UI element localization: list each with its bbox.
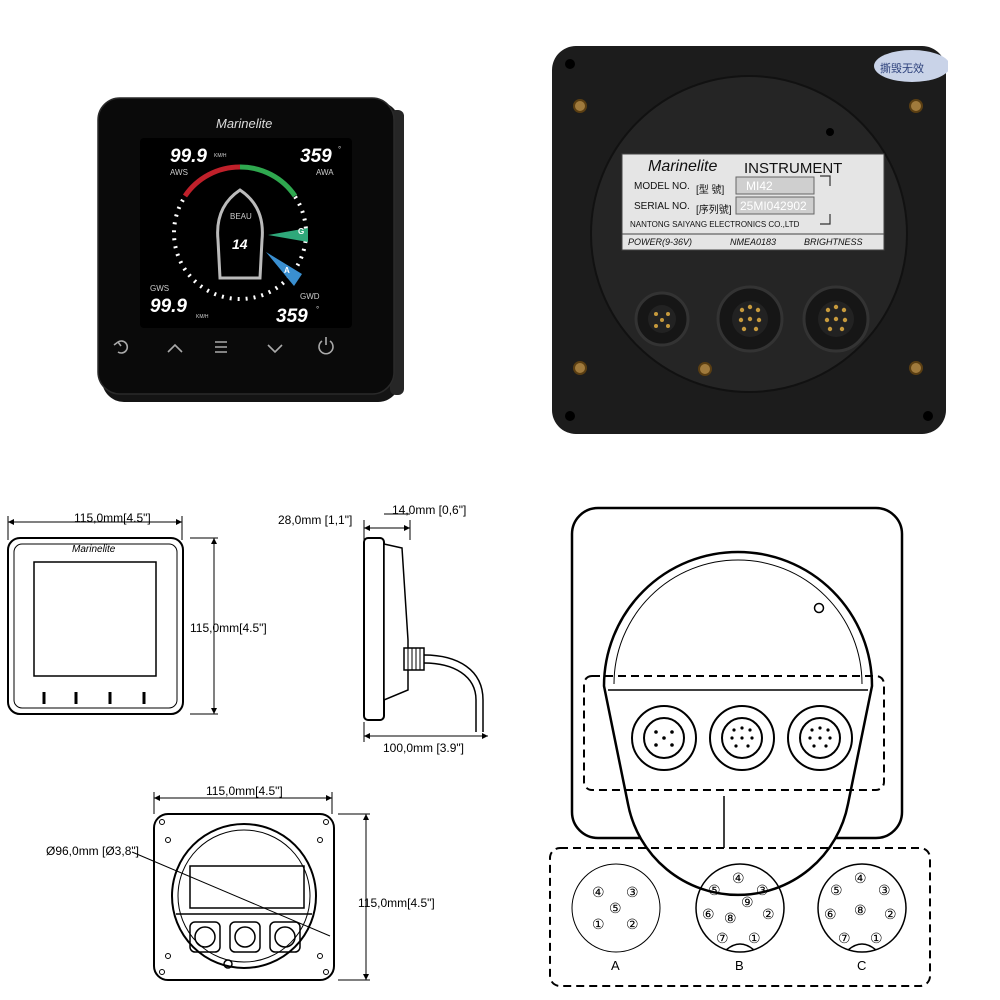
pin-a-1: ①: [592, 916, 605, 932]
awa-deg: °: [338, 145, 342, 154]
pin-a-5: ⑤: [609, 900, 622, 916]
serial-cn: [序列號]: [696, 205, 732, 216]
gwd-label: GWD: [300, 292, 320, 301]
port-brightness-label: BRIGHTNESS: [804, 237, 863, 247]
connector-pinout-drawing: ④ ③ ⑤ ① ② A ④ ⑤ ③ ⑨ ⑥ ⑧ ② ⑦ ① B ④ ⑤ ③ ⑥ …: [544, 504, 936, 990]
pin-b-3: ③: [756, 882, 769, 898]
pin-a-4: ④: [592, 884, 605, 900]
connector-c-label: C: [857, 958, 867, 973]
gws-value: 99.9: [150, 296, 187, 317]
pin-c-6: ⑥: [824, 906, 837, 922]
front-width-dim: 115,0mm[4.5"]: [74, 511, 151, 525]
down-chevron-icon[interactable]: [267, 344, 283, 354]
rear-height-dim: 115,0mm[4.5"]: [358, 896, 435, 910]
device-brand: Marinelite: [216, 116, 273, 131]
label-brand: Marinelite: [648, 158, 718, 175]
pin-a-2: ②: [626, 916, 639, 932]
rear-dimension-drawing: 115,0mm[4.5"] Ø96,0mm [Ø3,8"] 115,0mm[4.…: [40, 780, 460, 990]
front-display-photo: Marinelite 99.9 KM/H AWS 359 ° AWA BEAU …: [90, 90, 410, 410]
side-dimension-drawing: 28,0mm [1,1"] 14,0mm [0,6"] 100,0mm [3.9…: [278, 500, 508, 760]
menu-icon[interactable]: [215, 341, 227, 353]
port-power-label: POWER(9-36V): [628, 237, 693, 247]
rear-diameter-dim: Ø96,0mm [Ø3,8"]: [46, 844, 139, 858]
side-back-depth-dim: 14,0mm [0,6"]: [392, 503, 467, 517]
power-icon[interactable]: [318, 337, 334, 355]
pin-b-4: ④: [732, 870, 745, 886]
pin-c-8: ⑧: [854, 902, 867, 918]
serial-value: 25MI042902: [740, 199, 807, 213]
rear-width-dim: 115,0mm[4.5"]: [206, 784, 283, 798]
awa-marker-icon: [266, 252, 302, 286]
side-cable-dim: 100,0mm [3.9"]: [383, 741, 464, 755]
pin-b-7: ⑦: [716, 930, 729, 946]
front-height-dim: 115,0mm[4.5"]: [190, 621, 267, 635]
label-title: INSTRUMENT: [744, 160, 843, 177]
model-value: MI42: [746, 179, 773, 193]
gws-unit: KM/H: [196, 314, 209, 320]
pin-b-2: ②: [762, 906, 775, 922]
pin-b-1: ①: [748, 930, 761, 946]
side-total-depth-dim: 28,0mm [1,1"]: [278, 513, 353, 527]
beau-label: BEAU: [230, 212, 252, 221]
gwd-value: 359: [276, 306, 308, 327]
pin-b-5: ⑤: [708, 882, 721, 898]
manufacturer: NANTONG SAIYANG ELECTRONICS CO.,LTD: [630, 220, 800, 229]
gwd-marker-icon: [268, 228, 308, 242]
pin-b-6: ⑥: [702, 906, 715, 922]
marker-g-label: G: [298, 227, 305, 236]
pin-b-8: ⑧: [724, 910, 737, 926]
connector-a-label: A: [611, 958, 620, 973]
gws-label: GWS: [150, 284, 170, 293]
front-drawing-brand: Marinelite: [72, 544, 116, 555]
pin-b-9: ⑨: [741, 894, 754, 910]
pin-c-5: ⑤: [830, 882, 843, 898]
port-nmea-label: NMEA0183: [730, 237, 777, 247]
pin-c-4: ④: [854, 870, 867, 886]
pin-a-3: ③: [626, 884, 639, 900]
aws-value: 99.9: [170, 146, 207, 167]
front-dimension-drawing: 115,0mm[4.5"] Marinelite 115,0mm[4.5"]: [0, 500, 290, 730]
awa-value: 359: [300, 146, 332, 167]
aws-unit: KM/H: [214, 153, 227, 159]
beau-value: 14: [232, 236, 248, 252]
warranty-sticker: 撕毁无效: [880, 63, 924, 75]
model-label: MODEL NO.: [634, 181, 690, 192]
gwd-deg: °: [316, 305, 320, 314]
pin-c-7: ⑦: [838, 930, 851, 946]
pin-c-2: ②: [884, 906, 897, 922]
back-icon[interactable]: [113, 340, 129, 354]
up-chevron-icon[interactable]: [167, 343, 183, 353]
model-cn: [型 號]: [696, 185, 725, 196]
connector-b-label: B: [735, 958, 744, 973]
aws-label: AWS: [170, 168, 188, 177]
serial-label: SERIAL NO.: [634, 201, 690, 212]
button-row: [113, 337, 334, 355]
marker-a-label: A: [284, 266, 290, 275]
pin-c-3: ③: [878, 882, 891, 898]
awa-label: AWA: [316, 168, 334, 177]
rear-panel-photo: 撕毁无效 Marinelite INSTRUMENT MODEL NO. [型 …: [550, 44, 948, 436]
boat-outline-icon: [216, 188, 264, 280]
pin-c-1: ①: [870, 930, 883, 946]
rear-connectors: [634, 285, 870, 353]
